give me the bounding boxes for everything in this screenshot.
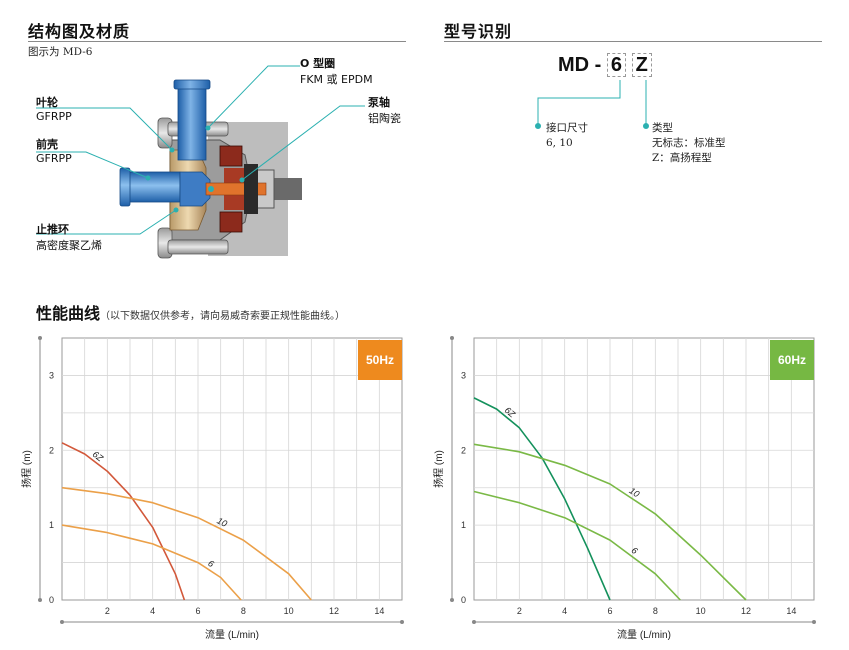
x-tick-label: 10 [696, 606, 706, 616]
x-axis-arrow-end [400, 620, 404, 624]
x-axis-title: 流量 (L/min) [205, 628, 259, 641]
x-axis-title: 流量 (L/min) [617, 628, 671, 641]
y-axis-arrow-end [450, 598, 454, 602]
port-size-block: 接口尺寸 6, 10 [546, 121, 588, 151]
performance-title: 性能曲线 [36, 304, 101, 323]
model-prefix: MD [558, 54, 590, 76]
model-code: MD - 6 Z [558, 53, 652, 77]
x-tick-label: 12 [329, 606, 339, 616]
y-axis-title: 扬程 (m) [20, 450, 33, 488]
x-tick-label: 8 [653, 606, 658, 616]
label-thrust-ring-name: 止推环 [36, 223, 69, 236]
y-axis-arrow-start [38, 336, 42, 340]
port-size-values: 6, 10 [546, 137, 573, 149]
series-line-10 [473, 443, 747, 601]
label-impeller-name: 叶轮 [36, 96, 58, 109]
x-tick-label: 6 [195, 606, 200, 616]
type-standard: 无标志：标准型 [652, 137, 726, 149]
label-front-casing-material: GFRPP [36, 152, 72, 165]
x-axis-arrow-start [60, 620, 64, 624]
model-id-title: 型号识别 [444, 22, 513, 41]
x-axis-arrow-end [812, 620, 816, 624]
badge-60hz: 60Hz [770, 340, 814, 380]
model-size-code: 6 [606, 53, 627, 77]
series-line-6Z [61, 442, 186, 601]
label-front-casing: 前壳 GFRPP [36, 136, 72, 165]
plot-frame [473, 337, 815, 601]
label-shaft-material: 铝陶瓷 [368, 112, 401, 125]
label-shaft-name: 泵轴 [368, 96, 390, 109]
structure-title: 结构图及材质 [28, 22, 131, 41]
label-shaft: 泵轴 铝陶瓷 [368, 94, 401, 126]
x-tick-label: 14 [786, 606, 796, 616]
x-tick-label: 10 [284, 606, 294, 616]
series-line-10 [61, 486, 312, 601]
y-tick-label: 3 [461, 370, 466, 380]
series-label-6: 6 [206, 558, 216, 569]
label-oring-material: FKM 或 EPDM [300, 73, 373, 86]
label-thrust-ring: 止推环 高密度聚乙烯 [36, 221, 102, 253]
series-line-6 [473, 490, 681, 601]
x-tick-label: 4 [562, 606, 567, 616]
model-leader-lines [535, 80, 649, 129]
label-oring: O 型圈 FKM 或 EPDM [300, 55, 373, 87]
x-tick-label: 8 [241, 606, 246, 616]
y-tick-label: 2 [461, 445, 466, 455]
badge-50hz: 50Hz [358, 340, 402, 380]
plot-frame [61, 337, 403, 601]
model-id-title-rule [444, 41, 822, 42]
y-axis-arrow-start [450, 336, 454, 340]
y-axis-title: 扬程 (m) [432, 450, 445, 488]
performance-note: （以下数据仅供参考，请向易威奇索要正规性能曲线。） [100, 311, 346, 322]
y-tick-label: 3 [49, 370, 54, 380]
performance-heading: 性能曲线（以下数据仅供参考，请向易威奇索要正规性能曲线。） [36, 300, 345, 324]
model-type-code: Z [631, 53, 652, 77]
model-sep: - [594, 54, 602, 76]
x-tick-label: 2 [105, 606, 110, 616]
y-tick-label: 0 [49, 595, 54, 605]
structure-caption: 图示为 MD-6 [28, 46, 93, 58]
label-oring-name: O 型圈 [300, 57, 336, 70]
label-impeller: 叶轮 GFRPP [36, 94, 72, 123]
x-tick-label: 4 [150, 606, 155, 616]
pump-illustration [119, 79, 302, 259]
x-axis-arrow-start [472, 620, 476, 624]
leader-lines [36, 65, 365, 235]
series-label-10: 10 [215, 516, 228, 529]
y-axis-arrow-end [38, 598, 42, 602]
series-label-10: 10 [627, 485, 641, 499]
type-block: 类型 无标志：标准型 Z：高扬程型 [652, 121, 726, 166]
x-tick-label: 12 [741, 606, 751, 616]
type-high: Z：高扬程型 [652, 152, 712, 164]
label-thrust-ring-material: 高密度聚乙烯 [36, 239, 102, 252]
series-line-6 [61, 524, 242, 601]
label-front-casing-name: 前壳 [36, 138, 58, 151]
y-tick-label: 1 [461, 520, 466, 530]
x-tick-label: 6 [607, 606, 612, 616]
y-tick-label: 1 [49, 520, 54, 530]
type-label: 类型 [652, 122, 673, 134]
port-size-label: 接口尺寸 [546, 122, 588, 134]
y-tick-label: 0 [461, 595, 466, 605]
structure-title-rule [28, 41, 406, 42]
label-impeller-material: GFRPP [36, 110, 72, 123]
y-tick-label: 2 [49, 445, 54, 455]
series-label-6: 6 [629, 545, 639, 556]
x-tick-label: 2 [517, 606, 522, 616]
x-tick-label: 14 [374, 606, 384, 616]
